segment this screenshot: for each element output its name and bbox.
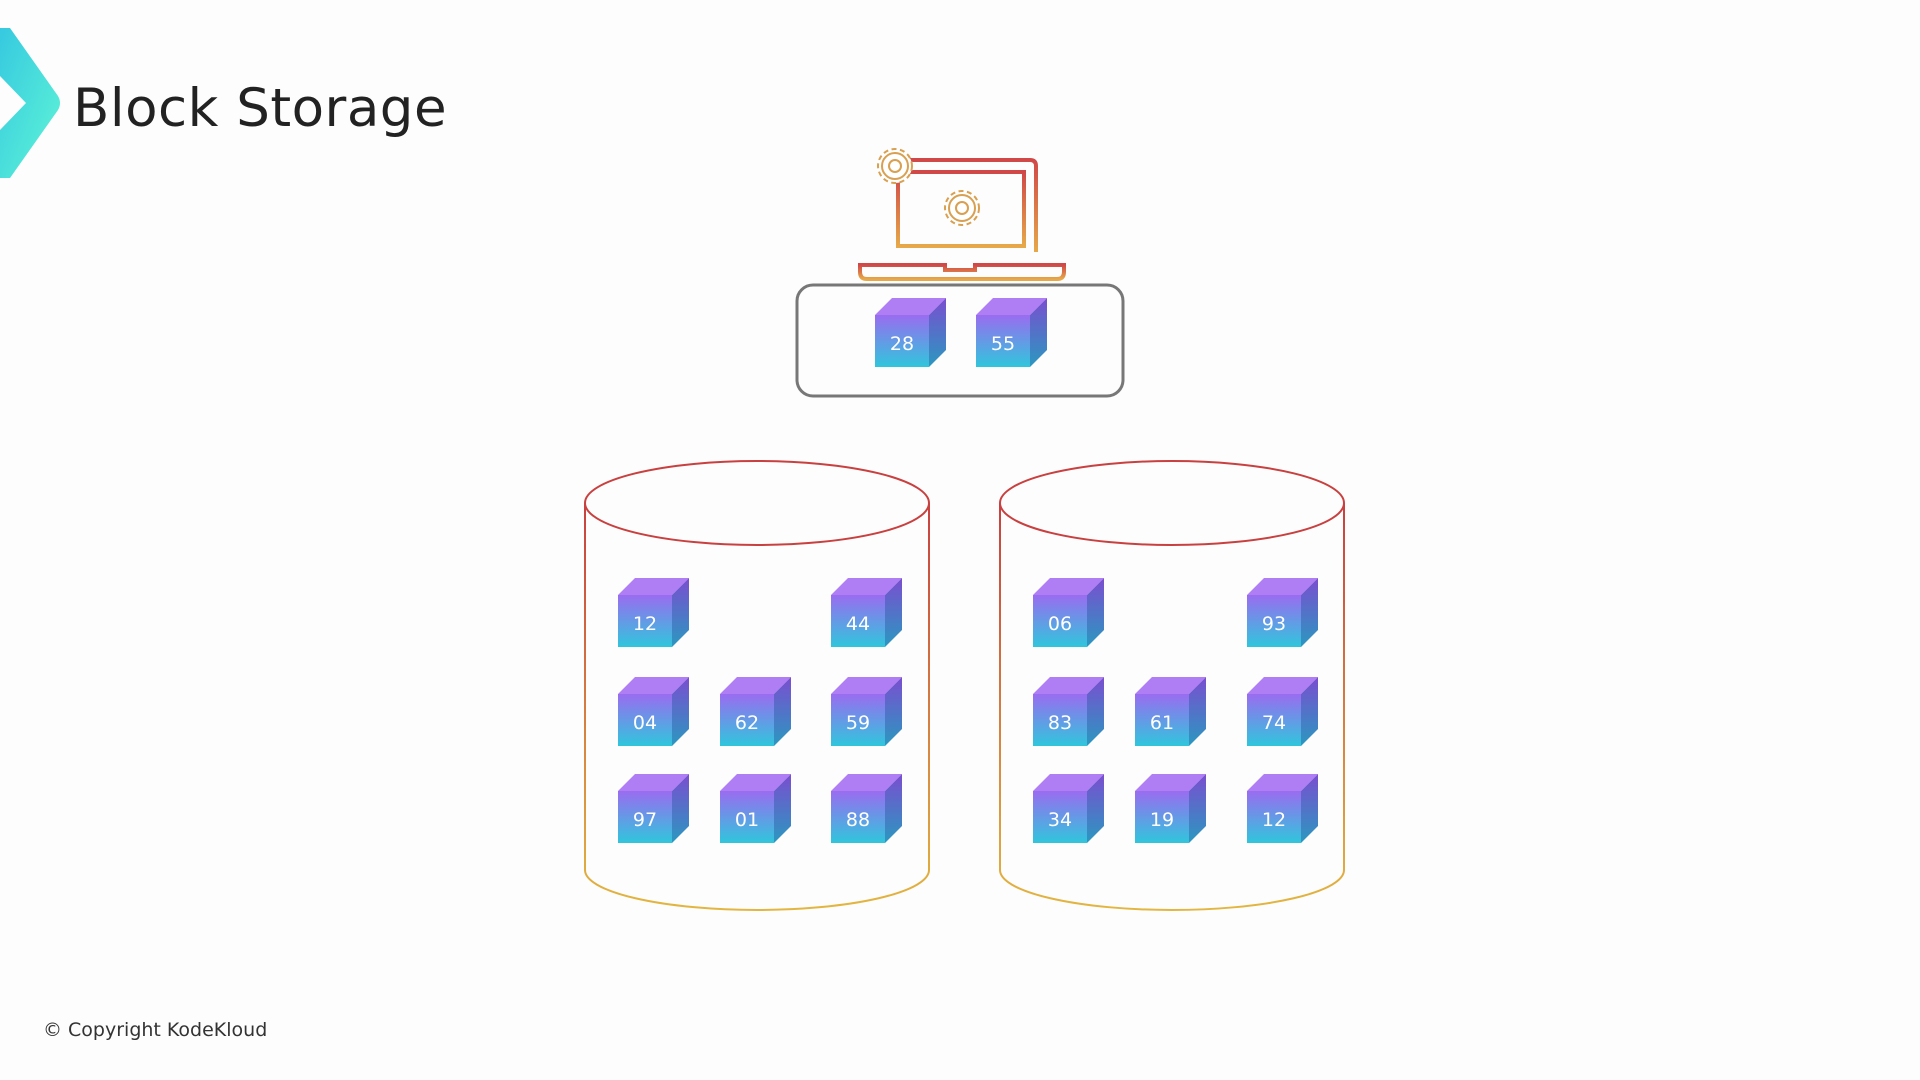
- cube-front-face: [1247, 791, 1301, 843]
- data-block-cube: 28: [875, 298, 946, 367]
- cube-top-face: [831, 774, 902, 791]
- cube-front-face: [831, 791, 885, 843]
- data-block-cube: 12: [1247, 774, 1318, 843]
- data-block-cube: 01: [720, 774, 791, 843]
- cube-side-face: [1301, 578, 1318, 647]
- block-number: 06: [1048, 613, 1072, 635]
- block-number: 04: [633, 712, 657, 734]
- cube-top-face: [618, 774, 689, 791]
- cube-top-face: [831, 578, 902, 595]
- cube-front-face: [1135, 791, 1189, 843]
- data-block-cube: 74: [1247, 677, 1318, 746]
- cube-side-face: [885, 774, 902, 843]
- data-block-cube: 88: [831, 774, 902, 843]
- data-block-cube: 61: [1135, 677, 1206, 746]
- block-number: 93: [1262, 613, 1286, 635]
- cube-top-face: [831, 677, 902, 694]
- cube-front-face: [618, 791, 672, 843]
- data-block-cube: 55: [976, 298, 1047, 367]
- cube-side-face: [1301, 677, 1318, 746]
- storage-disk: [584, 460, 930, 911]
- cube-top-face: [875, 298, 946, 315]
- block-number: 19: [1150, 809, 1174, 831]
- cube-side-face: [774, 774, 791, 843]
- data-block-cube: 62: [720, 677, 791, 746]
- cube-front-face: [1247, 595, 1301, 647]
- data-block-cube: 59: [831, 677, 902, 746]
- cube-top-face: [1033, 677, 1104, 694]
- block-number: 62: [735, 712, 759, 734]
- data-block-cube: 44: [831, 578, 902, 647]
- cube-front-face: [875, 315, 929, 367]
- block-number: 97: [633, 809, 657, 831]
- cube-top-face: [1135, 774, 1206, 791]
- block-number: 01: [735, 809, 759, 831]
- cube-front-face: [1033, 694, 1087, 746]
- block-number: 83: [1048, 712, 1072, 734]
- laptop-icon: [858, 158, 1066, 281]
- gear-icon: [944, 190, 980, 226]
- cube-side-face: [1087, 774, 1104, 843]
- cube-top-face: [976, 298, 1047, 315]
- cube-side-face: [1189, 774, 1206, 843]
- block-number: 12: [633, 613, 657, 635]
- data-block-cube: 93: [1247, 578, 1318, 647]
- cube-side-face: [774, 677, 791, 746]
- storage-disk: [999, 460, 1345, 911]
- server-volume-box: [795, 283, 1125, 398]
- cube-side-face: [885, 578, 902, 647]
- page-title: Block Storage: [73, 78, 448, 139]
- block-number: 34: [1048, 809, 1072, 831]
- block-number: 59: [846, 712, 870, 734]
- block-number: 88: [846, 809, 870, 831]
- cube-side-face: [929, 298, 946, 367]
- cube-top-face: [1033, 774, 1104, 791]
- cube-top-face: [1033, 578, 1104, 595]
- cube-top-face: [618, 677, 689, 694]
- block-number: 44: [846, 613, 870, 635]
- cube-top-face: [1247, 578, 1318, 595]
- cube-front-face: [618, 694, 672, 746]
- cube-top-face: [1247, 774, 1318, 791]
- cube-top-face: [1135, 677, 1206, 694]
- cube-front-face: [1135, 694, 1189, 746]
- cube-top-face: [618, 578, 689, 595]
- data-block-cube: 83: [1033, 677, 1104, 746]
- cube-side-face: [1189, 677, 1206, 746]
- block-number: 74: [1262, 712, 1286, 734]
- cube-side-face: [672, 578, 689, 647]
- block-number: 28: [890, 333, 914, 355]
- cube-side-face: [885, 677, 902, 746]
- cube-front-face: [1033, 595, 1087, 647]
- cube-side-face: [672, 677, 689, 746]
- gear-icon: [877, 148, 913, 184]
- cube-front-face: [720, 791, 774, 843]
- cube-front-face: [720, 694, 774, 746]
- data-block-cube: 12: [618, 578, 689, 647]
- cube-side-face: [672, 774, 689, 843]
- block-number: 55: [991, 333, 1015, 355]
- cube-front-face: [831, 694, 885, 746]
- cube-front-face: [831, 595, 885, 647]
- cube-front-face: [1033, 791, 1087, 843]
- cube-top-face: [1247, 677, 1318, 694]
- data-block-cube: 06: [1033, 578, 1104, 647]
- cube-front-face: [1247, 694, 1301, 746]
- data-block-cube: 34: [1033, 774, 1104, 843]
- data-block-cube: 97: [618, 774, 689, 843]
- cube-side-face: [1301, 774, 1318, 843]
- cube-side-face: [1087, 677, 1104, 746]
- kodekloud-chevron-logo: [0, 28, 60, 178]
- cube-front-face: [976, 315, 1030, 367]
- data-block-cube: 19: [1135, 774, 1206, 843]
- copyright-text: © Copyright KodeKloud: [43, 1019, 268, 1041]
- cube-top-face: [720, 774, 791, 791]
- cube-side-face: [1030, 298, 1047, 367]
- cube-top-face: [720, 677, 791, 694]
- block-number: 61: [1150, 712, 1174, 734]
- cube-front-face: [618, 595, 672, 647]
- data-block-cube: 04: [618, 677, 689, 746]
- cube-side-face: [1087, 578, 1104, 647]
- block-number: 12: [1262, 809, 1286, 831]
